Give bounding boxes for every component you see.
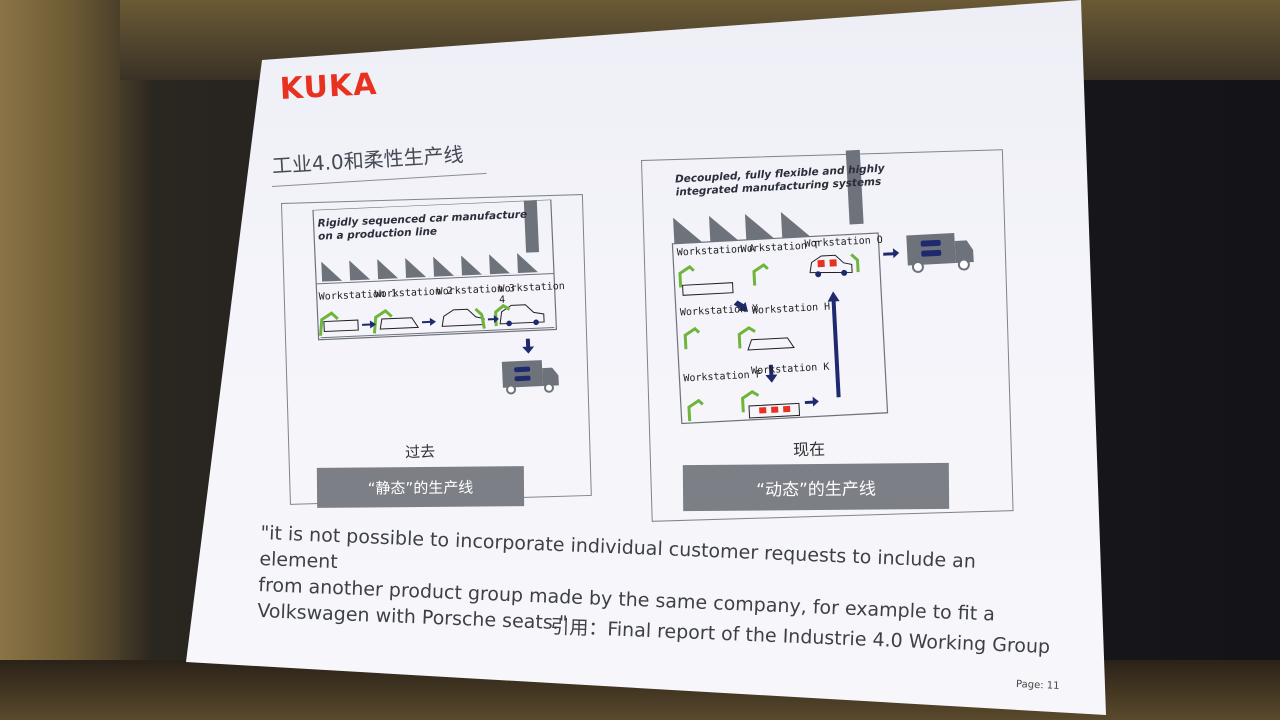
workpiece-o: [809, 254, 853, 274]
wheel-rear: [533, 319, 539, 326]
workpiece-k: [748, 402, 801, 419]
right-factory-outline: [671, 232, 889, 425]
left-factory-outline: [312, 198, 558, 341]
workpiece-h: [747, 337, 795, 351]
robot-2: [372, 308, 393, 334]
robot-f: [687, 398, 704, 422]
arrow-down-truck: [522, 338, 535, 354]
left-truck-body: [501, 360, 543, 388]
kuka-logo: KUKA: [279, 66, 379, 107]
left-truck-wheel-1: [506, 384, 517, 395]
robot-3: [474, 307, 486, 329]
wheel-front: [506, 320, 512, 327]
arrow-up-o: [827, 291, 841, 398]
presentation-slide: KUKA 工业4.0和柔性生产线: [186, 0, 1106, 715]
right-truck-car-1: [920, 239, 941, 247]
arrow-to-truck: [883, 248, 900, 259]
left-sawtooth-roof: [321, 253, 538, 282]
robot-k: [741, 390, 760, 413]
seat-o-2: [829, 259, 837, 267]
left-diagram: Rigidly sequenced car manufacture on a p…: [311, 192, 569, 410]
left-truck-car-2: [514, 375, 531, 382]
robot-1: [318, 311, 339, 336]
dynamic-line-button: “动态”的生产线: [682, 462, 950, 512]
wheel-o-2: [841, 269, 848, 276]
right-truck-car-2: [921, 249, 942, 257]
past-label: 过去: [404, 442, 436, 462]
arrow-k-right: [804, 396, 819, 407]
seat-o-1: [817, 259, 825, 268]
slide-title: 工业4.0和柔性生产线: [271, 142, 465, 178]
right-chimney: [845, 143, 864, 225]
now-label: 现在: [792, 439, 826, 460]
left-chimney: [523, 192, 540, 253]
left-truck-cab: [542, 367, 559, 387]
wheel-o-1: [815, 271, 822, 278]
page-number: Page: 11: [1015, 679, 1060, 692]
right-truck-cab: [954, 240, 974, 263]
seat-2: [771, 406, 779, 413]
car-body-1: [323, 319, 359, 333]
left-truck-car-1: [514, 366, 531, 373]
robot-a: [678, 265, 695, 288]
left-factory-illustration: [312, 192, 559, 395]
arrow-a-h: [733, 300, 749, 312]
car-body-2: [379, 317, 420, 330]
car-body-4: [499, 304, 545, 325]
robot-t: [752, 263, 769, 286]
left-roof-line: [316, 272, 555, 285]
seat-1: [759, 407, 767, 414]
right-truck-wheel-1: [911, 260, 924, 273]
robot-x: [683, 326, 701, 350]
right-factory-illustration: [671, 143, 974, 425]
robot-h: [737, 326, 756, 349]
right-diagram: Decoupled, fully flexible and highly int…: [666, 143, 1010, 430]
right-truck-body: [906, 233, 956, 266]
left-floor-line: [320, 326, 555, 339]
workstation-4-label: Workstation 4: [498, 281, 566, 306]
static-line-button: “静态”的生产线: [316, 466, 525, 508]
left-truck-wheel-2: [543, 382, 554, 393]
workpiece-a: [682, 282, 734, 296]
right-truck-wheel-2: [957, 258, 970, 271]
arrow-3-4: [487, 315, 499, 324]
arrow-h-k: [765, 364, 778, 383]
right-sawtooth-roof: [673, 212, 811, 244]
arrow-1-2: [362, 320, 377, 329]
arrow-2-3: [421, 317, 436, 326]
left-wall-panel: [0, 0, 120, 720]
robot-o: [850, 253, 860, 273]
seat-3: [783, 405, 791, 413]
